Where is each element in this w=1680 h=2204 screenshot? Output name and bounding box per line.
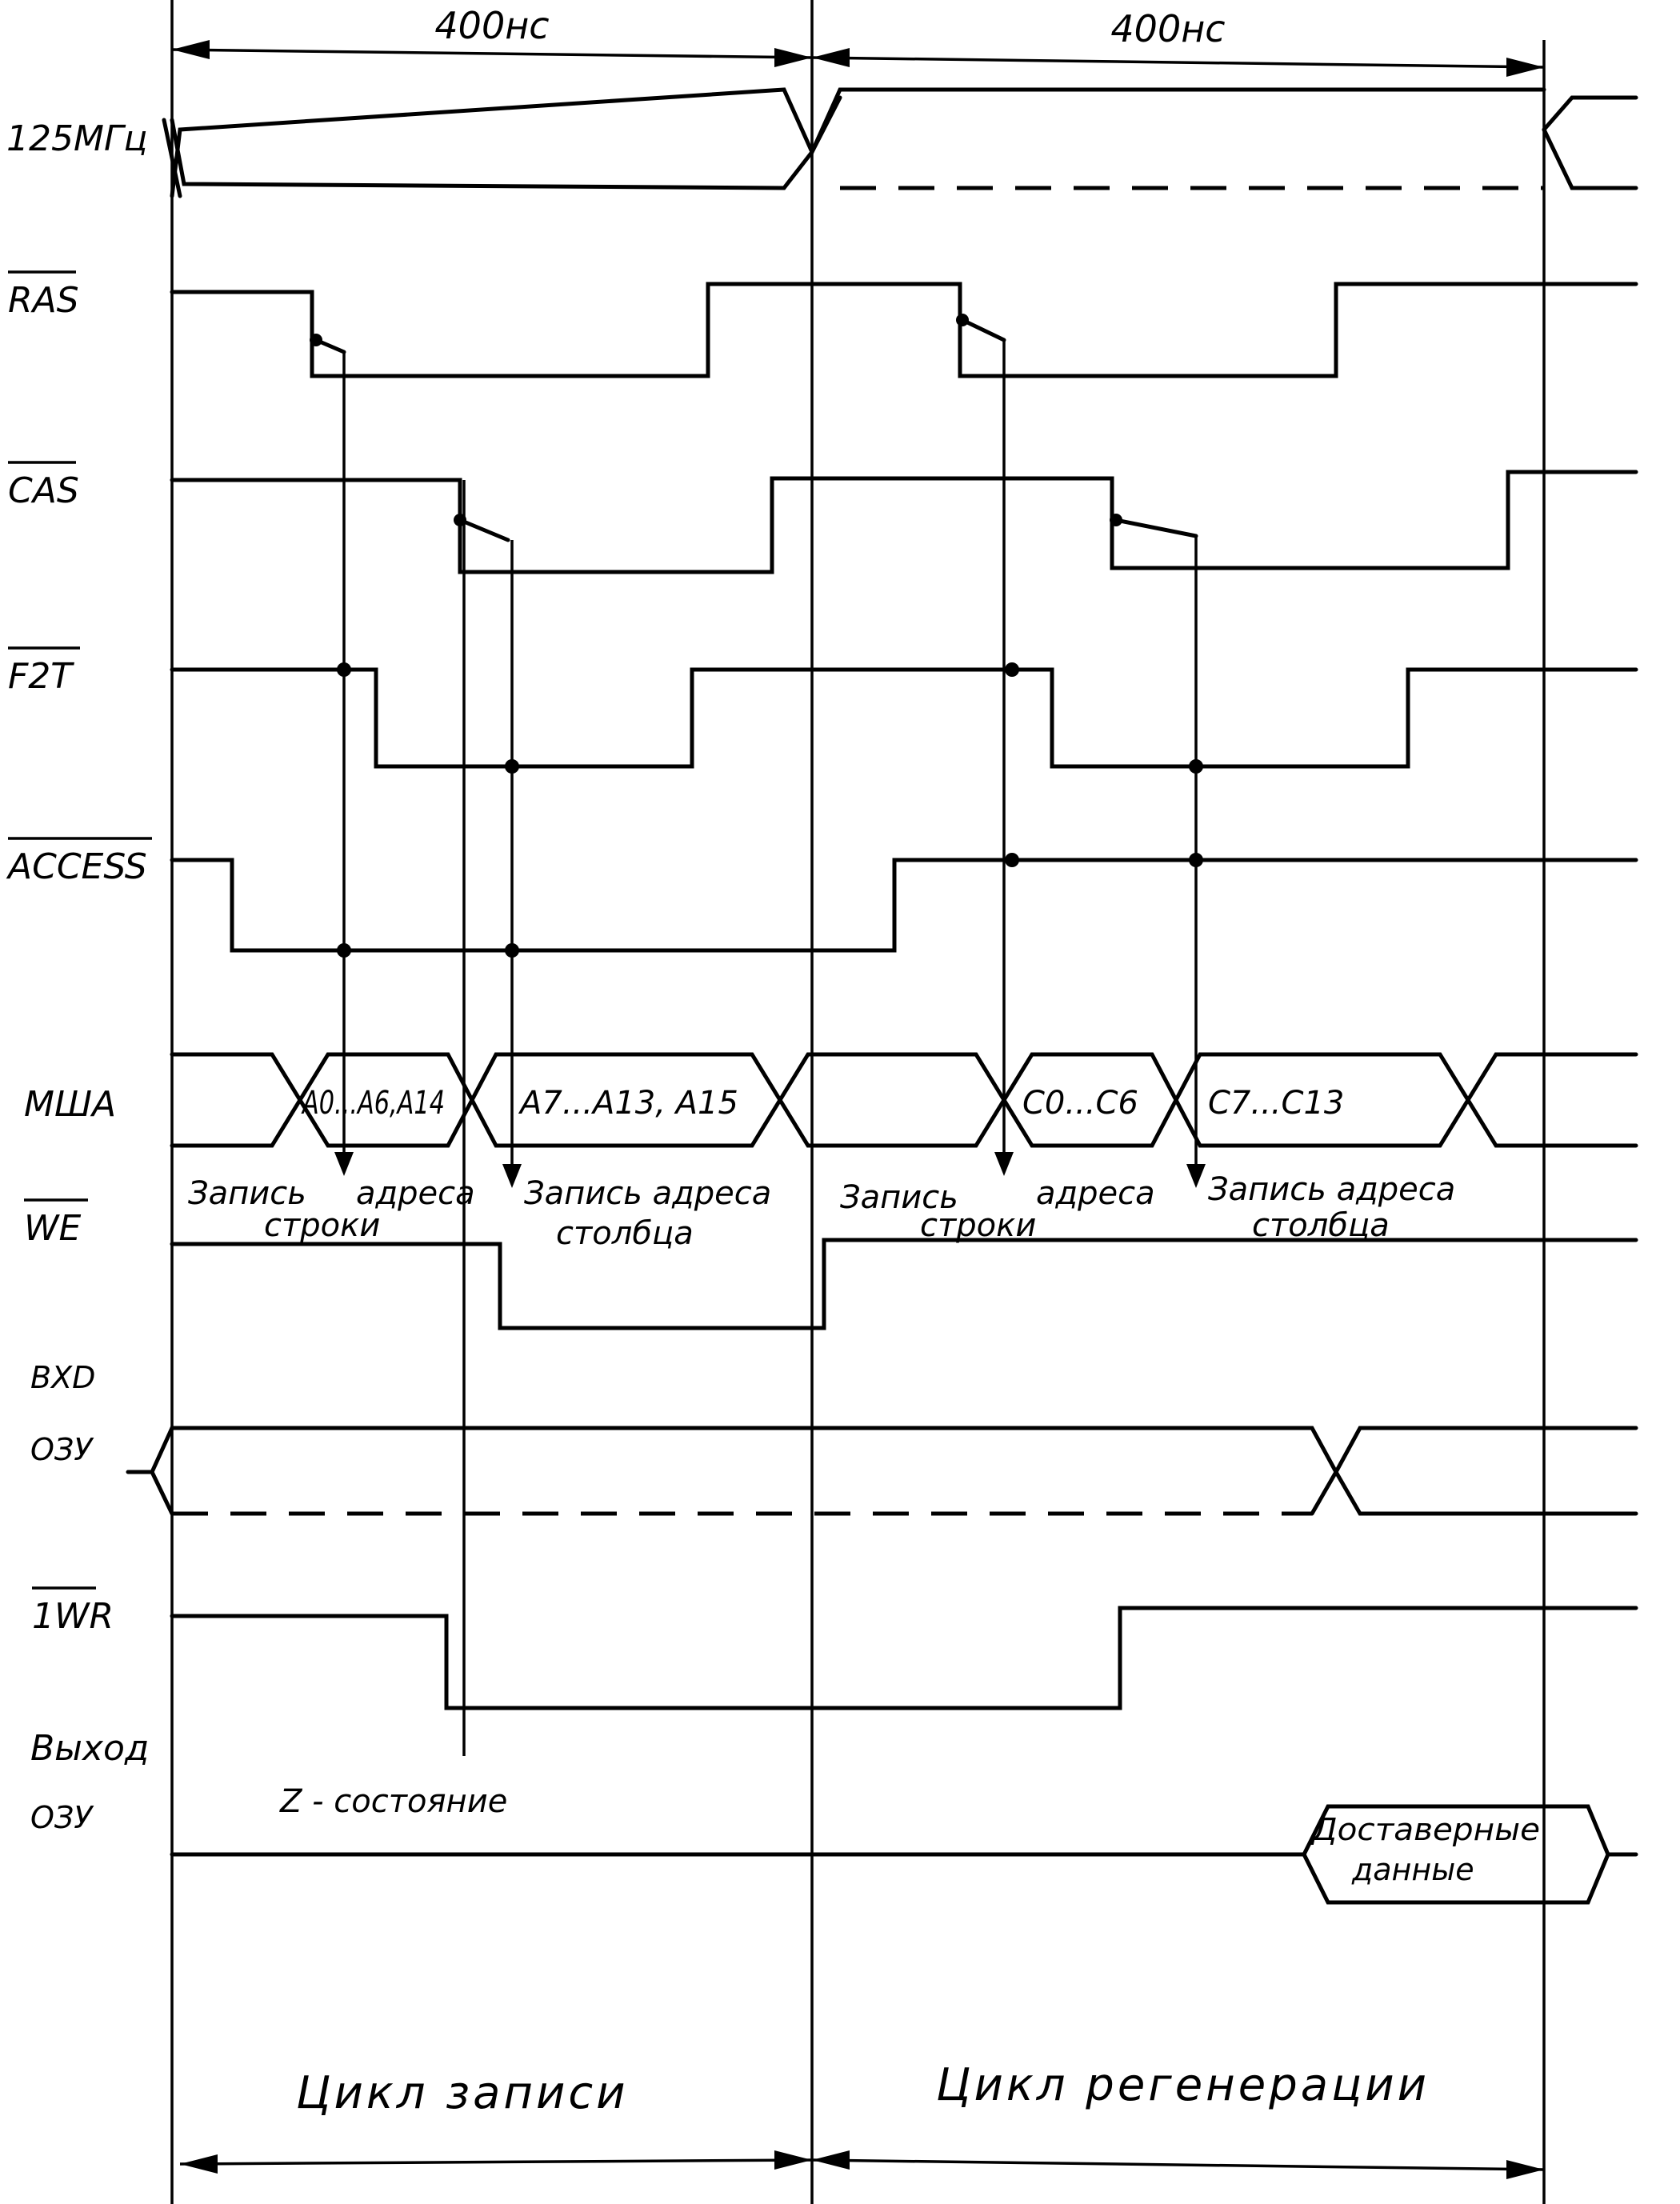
note-adresa-1: адреса [356, 1175, 475, 1212]
timing-label-right: 400нс [1110, 7, 1225, 50]
cas-waveform [170, 470, 1638, 574]
label-vyhod: Выход [30, 1728, 149, 1769]
bus-annotations: Запись адреса строки Запись адреса столб… [188, 1171, 1455, 1252]
bus-label-a-col: A7...A13, A15 [518, 1085, 738, 1122]
label-access: ACCESS [6, 846, 147, 887]
label-vhod: ВХD [30, 1360, 95, 1395]
note-valid-data-2: данные [1351, 1852, 1474, 1887]
bus-label-a-row: A0...A6,A14 [301, 1085, 445, 1122]
msha-bus: A0...A6,A14 A7...A13, A15 C0...C6 C7...C… [170, 1052, 1638, 1148]
label-iwr: 1WR [32, 1596, 114, 1637]
note-z-state: Z - состояние [279, 1783, 507, 1820]
iwr-waveform [170, 1606, 1638, 1710]
cycle-regen-label: Цикл регенерации [936, 2059, 1430, 2111]
cycle-write-label: Цикл записи [296, 2067, 629, 2119]
bus-label-c-col: C7...C13 [1208, 1085, 1344, 1122]
ras-waveform [170, 282, 1638, 378]
label-we: WE [24, 1208, 82, 1249]
note-zapis-adresa-col-2: Запись адреса [1208, 1171, 1455, 1208]
label-msha: МША [24, 1084, 116, 1125]
we-waveform [170, 1238, 1638, 1330]
reference-lines [170, 0, 1546, 2204]
label-cas: CAS [8, 470, 79, 511]
note-zapis-2: Запись [840, 1179, 958, 1216]
label-f2t: F2T [8, 656, 74, 697]
note-adresa-2: адреса [1036, 1175, 1155, 1212]
note-zapis-1: Запись [188, 1175, 306, 1212]
note-stroki-1: строки [264, 1207, 380, 1244]
timing-arrows [171, 40, 1545, 77]
label-vhod-ozu: ОЗУ [30, 1432, 94, 1467]
label-ras: RAS [8, 280, 79, 321]
note-valid-data-1: Доставерные [1310, 1812, 1540, 1847]
label-vyhod-ozu: ОЗУ [30, 1800, 94, 1835]
note-zapis-adresa-col-1: Запись адреса [524, 1175, 771, 1212]
note-stolbca-2: столбца [1252, 1207, 1390, 1244]
clock-waveform [162, 87, 1638, 198]
f2t-waveform [170, 662, 1638, 774]
note-stroki-2: строки [920, 1207, 1036, 1244]
label-125mhz: 125МГц [6, 118, 147, 159]
output-data-waveform: Z - состояние Доставерные данные [170, 1783, 1638, 1905]
note-stolbca-1: столбца [556, 1215, 694, 1252]
bus-label-c-row: C0...C6 [1022, 1085, 1138, 1122]
cycle-section: Цикл записи Цикл регенерации [179, 2059, 1545, 2179]
access-waveform [170, 853, 1638, 958]
strobe-arrows [334, 340, 1206, 1756]
timing-label-left: 400нс [434, 4, 549, 47]
input-data-waveform [126, 1426, 1638, 1516]
signal-labels: 125МГц RAS CAS F2T ACCESS МША WE ВХD ОЗУ… [6, 118, 152, 1835]
